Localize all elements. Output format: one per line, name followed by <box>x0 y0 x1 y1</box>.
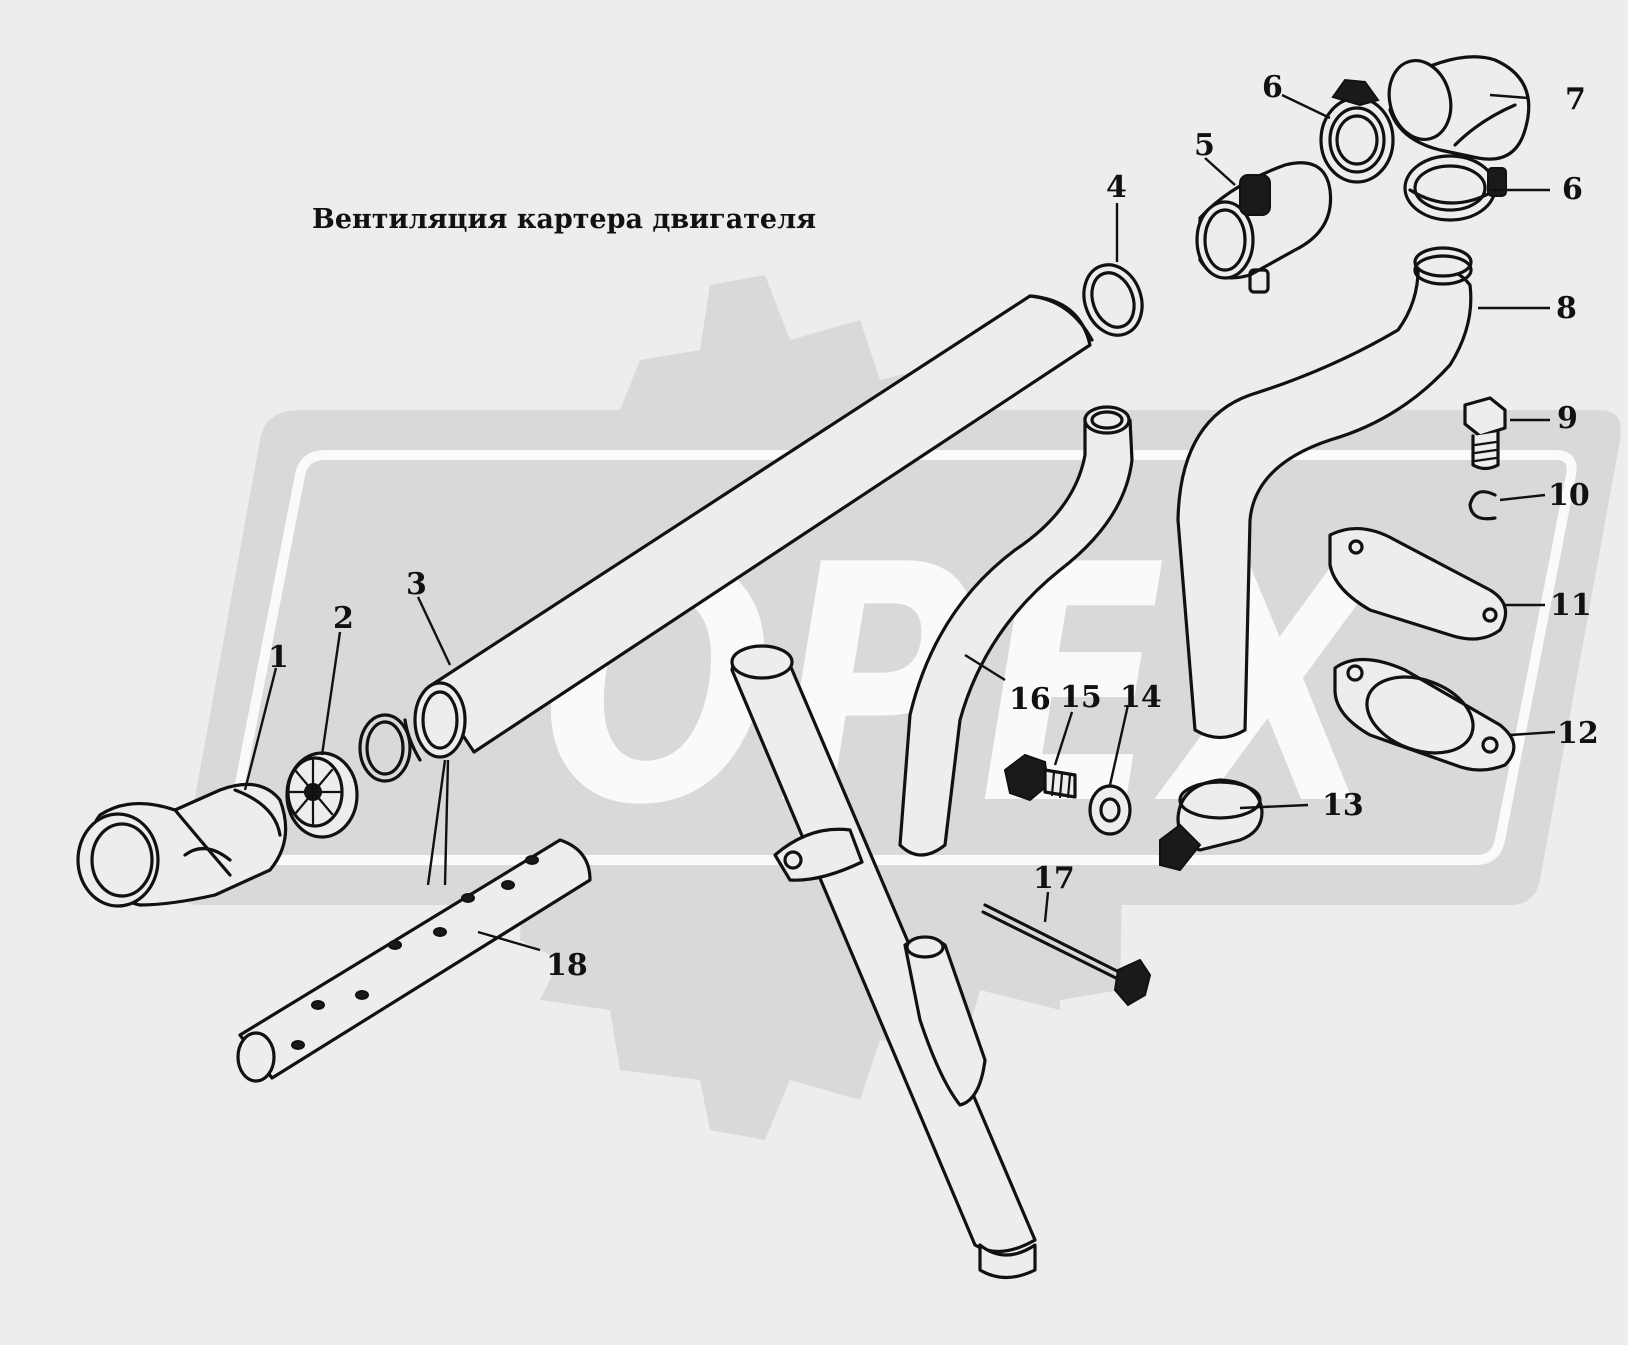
callout-4: 4 <box>1106 170 1127 205</box>
leader-lines <box>243 93 1556 952</box>
callout-1: 1 <box>268 640 289 675</box>
part-4-gasket-ring <box>1082 263 1144 337</box>
callout-labels: 1 2 3 4 5 6 6 7 8 9 10 11 12 13 14 15 16… <box>268 70 1599 983</box>
part-vertical-tube <box>730 644 1037 1280</box>
part-14-washer <box>1088 784 1132 836</box>
callout-11: 11 <box>1550 588 1592 623</box>
part-3-long-tube <box>403 294 1094 762</box>
part-15-banjo-bolt <box>1003 753 1077 802</box>
part-17-dipstick <box>981 903 1152 1007</box>
callout-3: 3 <box>406 567 427 602</box>
callout-9: 9 <box>1557 401 1578 436</box>
part-o-ring <box>358 713 412 783</box>
callout-2: 2 <box>333 601 354 636</box>
callout-6-upper: 6 <box>1262 70 1283 105</box>
part-6-clamp-upper <box>1319 78 1395 184</box>
part-2-filter-element <box>285 751 359 839</box>
part-10-spring-washer <box>1468 490 1497 521</box>
callout-12: 12 <box>1557 716 1599 751</box>
part-8-bent-hose <box>1176 246 1473 740</box>
callout-5: 5 <box>1194 128 1215 163</box>
callout-15: 15 <box>1060 680 1102 715</box>
part-5-valve-body <box>1195 161 1333 294</box>
part-6-clamp-lower <box>1403 154 1507 222</box>
part-12-flange-gasket <box>1333 657 1516 772</box>
callout-16: 16 <box>1009 682 1051 717</box>
part-11-cover-plate <box>1328 526 1508 641</box>
callout-6-lower: 6 <box>1562 172 1583 207</box>
part-18-perforated-tube <box>236 838 592 1083</box>
callout-7: 7 <box>1565 82 1586 117</box>
part-16-bent-pipe <box>898 405 1134 857</box>
callout-13: 13 <box>1322 788 1364 823</box>
watermark-frame <box>179 410 1621 905</box>
callout-18: 18 <box>546 948 588 983</box>
diagram-title: Вентиляция картера двигателя <box>312 204 816 235</box>
part-7-elbow-hose <box>1387 55 1531 161</box>
callout-10: 10 <box>1548 478 1590 513</box>
part-9-bolt <box>1463 396 1507 471</box>
callout-17: 17 <box>1033 861 1075 896</box>
part-13-pipe-clamp <box>1159 778 1264 872</box>
callout-8: 8 <box>1556 291 1577 326</box>
callout-14: 14 <box>1120 680 1162 715</box>
part-1-elbow-fitting <box>76 782 288 908</box>
